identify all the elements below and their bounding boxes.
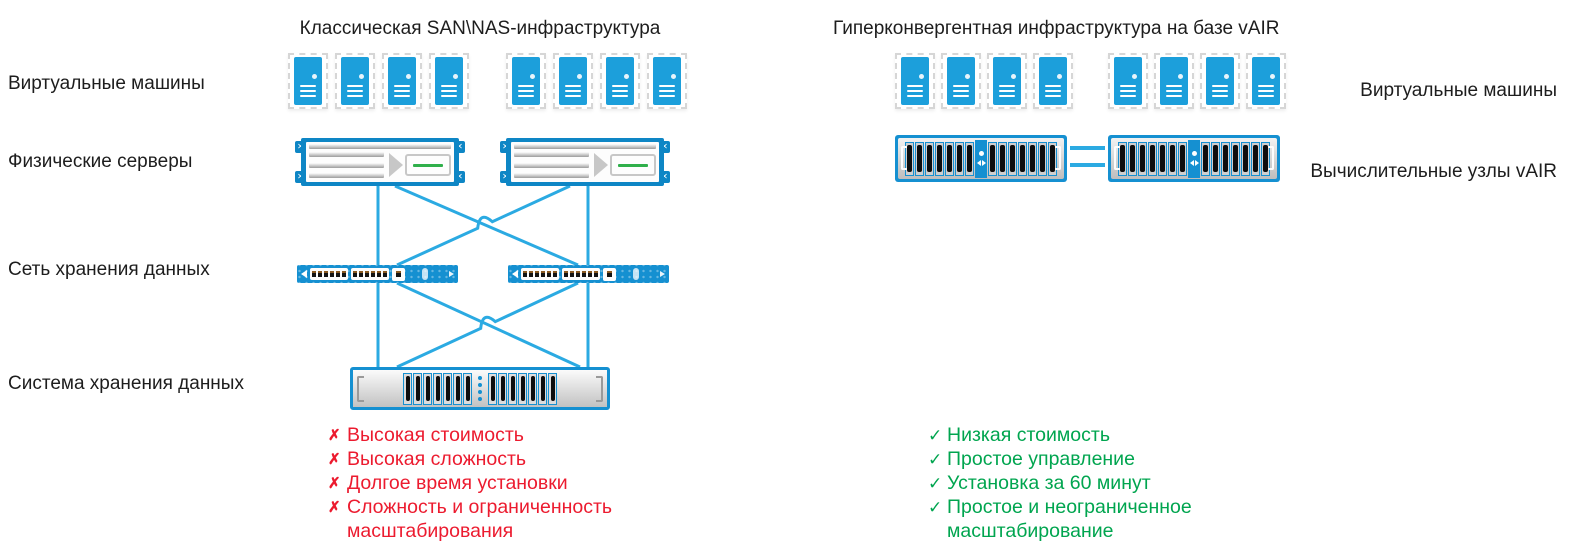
- label-storage-system: Система хранения данных: [8, 373, 244, 394]
- pros-list: ✓Низкая стоимость ✓Простое управление ✓У…: [928, 423, 1228, 542]
- san-switch-icon-1: [297, 265, 458, 283]
- switch-arrow-icon: [660, 271, 665, 277]
- cons-item-text: Долгое время установки: [347, 472, 568, 494]
- vm-group-right-2: [1108, 53, 1286, 109]
- label-virtual-machines-right: Виртуальные машины: [1360, 80, 1557, 101]
- cons-item: ✗ Высокая сложность: [328, 447, 644, 471]
- pros-item-text: Простое управление: [947, 448, 1135, 470]
- right-diagram-title: Гиперконвергентная инфраструктура на баз…: [833, 18, 1280, 39]
- cons-item-text: Высокая сложность: [347, 448, 527, 470]
- disk-group: [905, 141, 974, 176]
- disk-group: [403, 372, 472, 405]
- check-icon: ✓: [928, 450, 943, 469]
- virtual-machine-icon: [335, 53, 375, 109]
- pros-item: ✓Установка за 60 минут: [928, 471, 1228, 495]
- virtual-machine-icon: [382, 53, 422, 109]
- wire-server2-cross-hop: [396, 184, 571, 267]
- vm-group-left-1: [288, 53, 469, 109]
- cross-icon: ✗: [328, 451, 341, 468]
- virtual-machine-icon: [1154, 53, 1194, 109]
- virtual-machine-icon: [429, 53, 469, 109]
- pros-item: ✓Простое и неограниченное масштабировани…: [928, 495, 1228, 542]
- wire-switch1-cross: [396, 281, 581, 369]
- virtual-machine-icon: [288, 53, 328, 109]
- switch-arrow-icon: [449, 271, 454, 277]
- cross-icon: ✗: [328, 427, 341, 444]
- node-mid-indicator: [1188, 139, 1200, 178]
- label-virtual-machines-left: Виртуальные машины: [8, 73, 205, 94]
- label-storage-network: Сеть хранения данных: [8, 259, 210, 280]
- cons-item-text: Сложность и ограниченность масштабирован…: [347, 496, 613, 542]
- cons-list: ✗ Высокая стоимость ✗ Высокая сложность ✗ Д…: [328, 423, 644, 542]
- vm-group-right-1: [895, 53, 1073, 109]
- physical-server-icon-2: ✕✕✕✕: [500, 138, 670, 186]
- physical-server-icon-1: ✕✕✕✕: [295, 138, 465, 186]
- storage-system-icon: [350, 367, 610, 410]
- san-switch-icon-2: [508, 265, 669, 283]
- disk-group: [1201, 141, 1270, 176]
- pros-item-text: Установка за 60 минут: [947, 472, 1151, 494]
- virtual-machine-icon: [987, 53, 1027, 109]
- virtual-machine-icon: [600, 53, 640, 109]
- virtual-machine-icon: [1246, 53, 1286, 109]
- virtual-machine-icon: [1108, 53, 1148, 109]
- disk-group: [488, 372, 557, 405]
- wire-server1-cross: [394, 184, 579, 267]
- switch-arrow-icon: [301, 270, 307, 278]
- pros-item: ✓Низкая стоимость: [928, 423, 1228, 447]
- disk-group: [1118, 141, 1187, 176]
- cons-item: ✗ Сложность и ограниченность масштабирова…: [328, 495, 644, 542]
- wire-switch2-cross-hop: [396, 281, 579, 369]
- label-physical-servers: Физические серверы: [8, 151, 193, 172]
- vair-node-icon-2: [1108, 135, 1280, 182]
- cons-item: ✗ Высокая стоимость: [328, 423, 644, 447]
- virtual-machine-icon: [553, 53, 593, 109]
- cons-item-text: Высокая стоимость: [347, 424, 524, 446]
- pros-item-text: Низкая стоимость: [947, 424, 1110, 446]
- check-icon: ✓: [928, 426, 943, 445]
- pros-item: ✓Простое управление: [928, 447, 1228, 471]
- virtual-machine-icon: [895, 53, 935, 109]
- switch-arrow-icon: [512, 270, 518, 278]
- left-diagram-title: Классическая SAN\NAS-инфраструктура: [299, 18, 661, 39]
- storage-mid-dots: [472, 376, 488, 401]
- check-icon: ✓: [928, 474, 943, 493]
- vair-node-icon-1: [895, 135, 1067, 182]
- check-icon: ✓: [928, 498, 943, 517]
- virtual-machine-icon: [941, 53, 981, 109]
- virtual-machine-icon: [647, 53, 687, 109]
- disk-group: [988, 141, 1057, 176]
- virtual-machine-icon: [1033, 53, 1073, 109]
- vm-group-left-2: [506, 53, 687, 109]
- cons-item: ✗ Долгое время установки: [328, 471, 644, 495]
- label-vair-nodes: Вычислительные узлы vAIR: [1310, 161, 1557, 182]
- pros-item-text: Простое и неограниченное масштабирование: [947, 496, 1192, 542]
- virtual-machine-icon: [1200, 53, 1240, 109]
- virtual-machine-icon: [506, 53, 546, 109]
- cross-icon: ✗: [328, 475, 341, 492]
- node-mid-indicator: [975, 139, 987, 178]
- cross-icon: ✗: [328, 499, 341, 516]
